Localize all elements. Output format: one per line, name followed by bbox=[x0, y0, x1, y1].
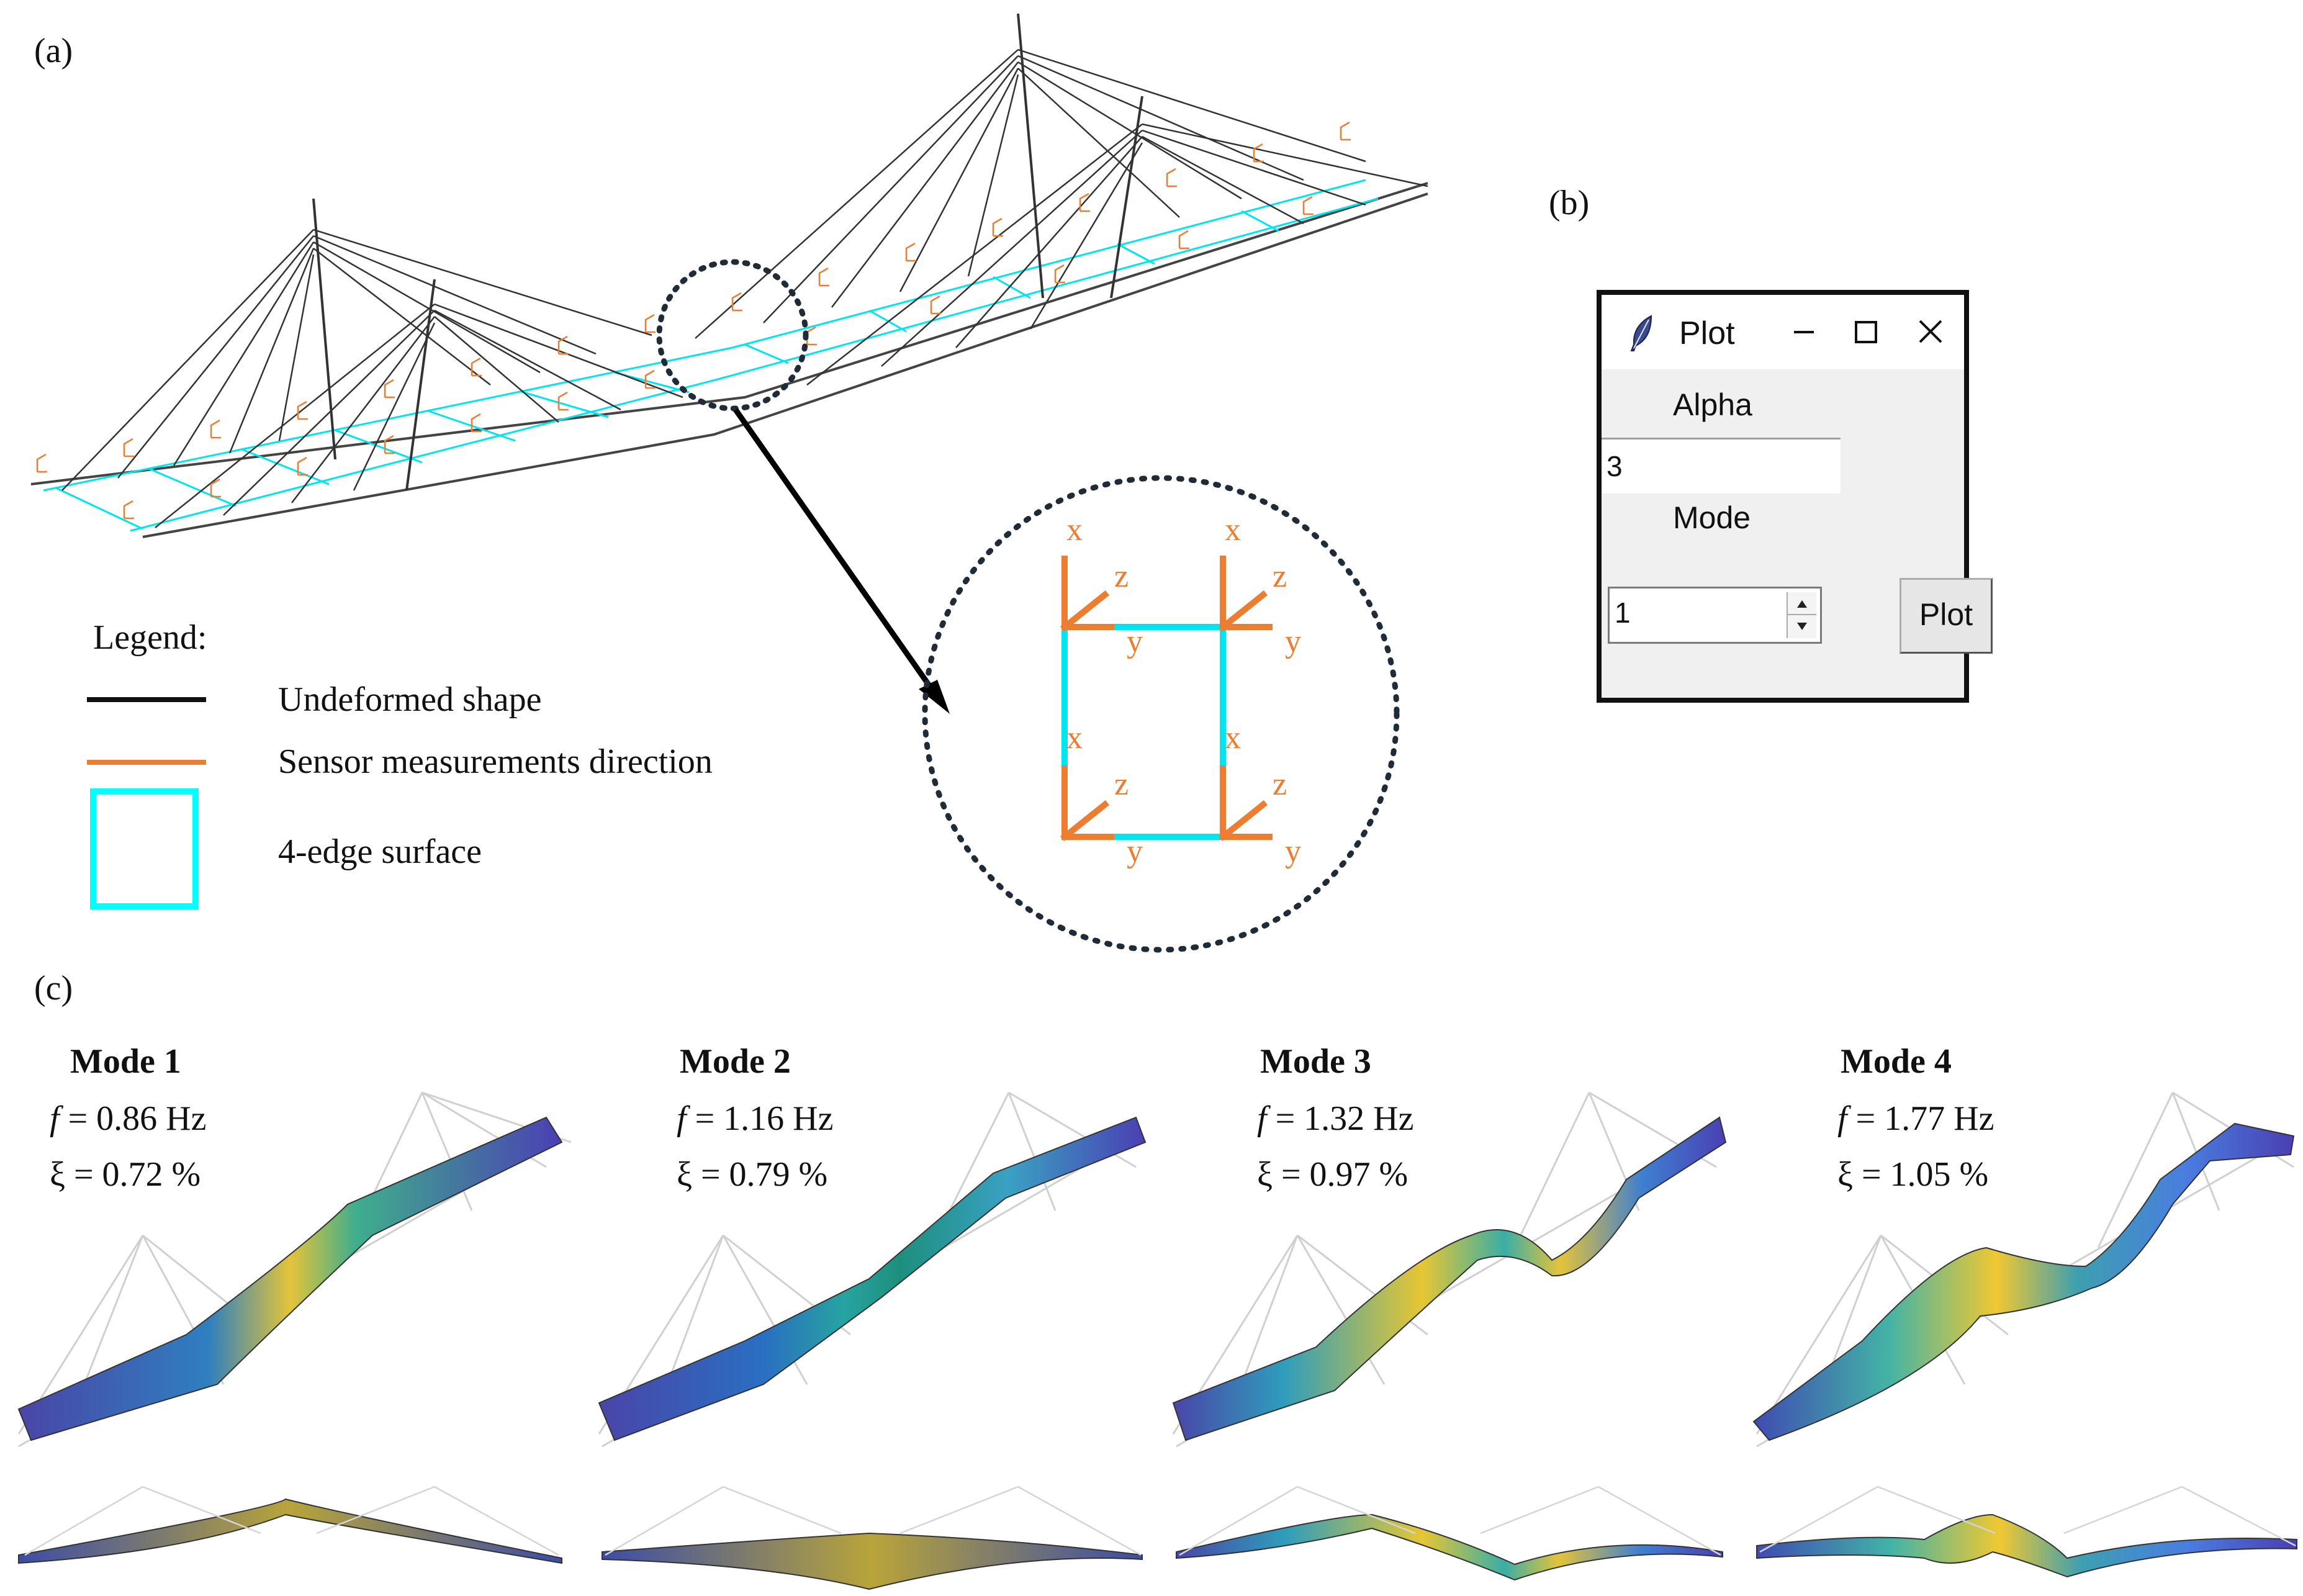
bridge-wireframe bbox=[30, 13, 1428, 538]
mode-frequency: f = 1.77 Hz bbox=[1837, 1099, 1994, 1138]
mode-shape-side-view bbox=[1756, 1513, 2297, 1578]
panel-label-c: (c) bbox=[34, 969, 73, 1008]
spin-up-button[interactable] bbox=[1788, 592, 1816, 615]
plot-window: Plot Alpha 3 Mode 1 Plot bbox=[1597, 290, 1993, 703]
pylon-2 bbox=[405, 279, 436, 491]
minimize-button[interactable] bbox=[1775, 307, 1831, 357]
chevron-up-icon bbox=[1797, 600, 1807, 608]
zoom-source-circle bbox=[656, 259, 809, 412]
maximize-button[interactable] bbox=[1837, 307, 1893, 357]
axis-label-y: y bbox=[1127, 624, 1143, 659]
spin-down-button[interactable] bbox=[1788, 615, 1816, 638]
close-icon bbox=[1919, 320, 1942, 343]
window-title: Plot bbox=[1679, 315, 1735, 351]
mode-2: Mode 2 f = 1.16 Hz ξ = 0.79 % bbox=[598, 1042, 1147, 1590]
deck-edge-front bbox=[30, 182, 1428, 485]
feather-icon bbox=[1626, 313, 1657, 353]
axis-label-x: x bbox=[1066, 720, 1083, 755]
mode-spinbox-value: 1 bbox=[1615, 597, 1631, 629]
mode-damping: ξ = 0.79 % bbox=[677, 1155, 827, 1194]
mode-shape-side-view bbox=[18, 1498, 562, 1564]
mode-title: Mode 2 bbox=[680, 1042, 791, 1081]
spinbox-arrows bbox=[1787, 592, 1816, 638]
mode-3: Mode 3 f = 1.32 Hz ξ = 0.97 % bbox=[1172, 1042, 1727, 1581]
mode-shape-side-view bbox=[602, 1532, 1143, 1590]
axis-label-y: y bbox=[1285, 624, 1301, 659]
mode-damping: ξ = 0.72 % bbox=[50, 1155, 201, 1194]
window-titlebar[interactable]: Plot bbox=[1602, 295, 1964, 369]
axis-label-x: x bbox=[1225, 512, 1241, 548]
axis-label-z: z bbox=[1114, 767, 1129, 802]
mode-shape-surface bbox=[17, 1116, 563, 1441]
alpha-input[interactable]: 3 bbox=[1602, 438, 1841, 494]
axis-label-z: z bbox=[1273, 559, 1287, 594]
inset-4-edge-surface bbox=[1061, 624, 1226, 840]
zoom-inset-circle bbox=[922, 475, 1400, 953]
mode-title: Mode 1 bbox=[70, 1042, 181, 1081]
pylon-3 bbox=[1017, 13, 1044, 299]
panel-label-b: (b) bbox=[1549, 184, 1589, 222]
zoom-arrow-head bbox=[919, 680, 950, 714]
legend-label-surface: 4-edge surface bbox=[278, 832, 482, 871]
mode-shape-side-view bbox=[1176, 1513, 1723, 1581]
mode-label: Mode bbox=[1673, 500, 1751, 535]
legend-swatch-surface bbox=[90, 788, 199, 909]
legend: Legend: Undeformed shape Sensor measurem… bbox=[87, 618, 713, 909]
legend-label-sensor: Sensor measurements direction bbox=[278, 742, 713, 781]
surface-band-front bbox=[43, 179, 1366, 492]
mode-damping: ξ = 0.97 % bbox=[1257, 1155, 1408, 1194]
mode-title: Mode 4 bbox=[1841, 1042, 1952, 1081]
mode-1: Mode 1 f = 0.86 Hz ξ = 0.72 % bbox=[17, 1042, 572, 1564]
surface-band-back bbox=[130, 197, 1379, 532]
inset-sensor-axes bbox=[1060, 556, 1273, 842]
pylon-1 bbox=[312, 198, 336, 460]
mode-4: Mode 4 f = 1.77 Hz ξ = 1.05 % bbox=[1752, 1042, 2297, 1578]
axis-label-z: z bbox=[1114, 559, 1129, 594]
plot-button[interactable]: Plot bbox=[1900, 578, 1993, 654]
mode-spinbox[interactable]: 1 bbox=[1608, 587, 1822, 644]
panel-label-a: (a) bbox=[34, 32, 73, 70]
mode-frequency: f = 1.16 Hz bbox=[677, 1099, 833, 1138]
axis-label-z: z bbox=[1273, 767, 1287, 802]
mode-panels: Mode 1 f = 0.86 Hz ξ = 0.72 % Mode 2 f =… bbox=[17, 1042, 2297, 1590]
axis-label-x: x bbox=[1225, 720, 1241, 755]
legend-title: Legend: bbox=[93, 618, 207, 657]
mode-shape-surface bbox=[1172, 1116, 1727, 1441]
mode-shape-surface bbox=[598, 1116, 1147, 1441]
alpha-label: Alpha bbox=[1673, 387, 1752, 422]
axis-label-y: y bbox=[1127, 834, 1143, 869]
mode-damping: ξ = 1.05 % bbox=[1837, 1155, 1988, 1194]
close-button[interactable] bbox=[1903, 307, 1958, 357]
mode-shape-surface bbox=[1752, 1122, 2295, 1441]
mode-frequency: f = 1.32 Hz bbox=[1257, 1099, 1413, 1138]
axis-label-x: x bbox=[1066, 512, 1083, 548]
mode-frequency: f = 0.86 Hz bbox=[50, 1099, 206, 1138]
legend-label-undeformed: Undeformed shape bbox=[278, 680, 542, 719]
pylon-4 bbox=[1110, 96, 1143, 299]
deck-edge-back bbox=[142, 192, 1428, 538]
chevron-down-icon bbox=[1797, 623, 1807, 630]
minimize-icon bbox=[1794, 331, 1814, 333]
axis-label-y: y bbox=[1285, 834, 1301, 869]
zoom-arrow bbox=[733, 408, 943, 703]
maximize-icon bbox=[1855, 321, 1877, 343]
mode-title: Mode 3 bbox=[1260, 1042, 1371, 1081]
